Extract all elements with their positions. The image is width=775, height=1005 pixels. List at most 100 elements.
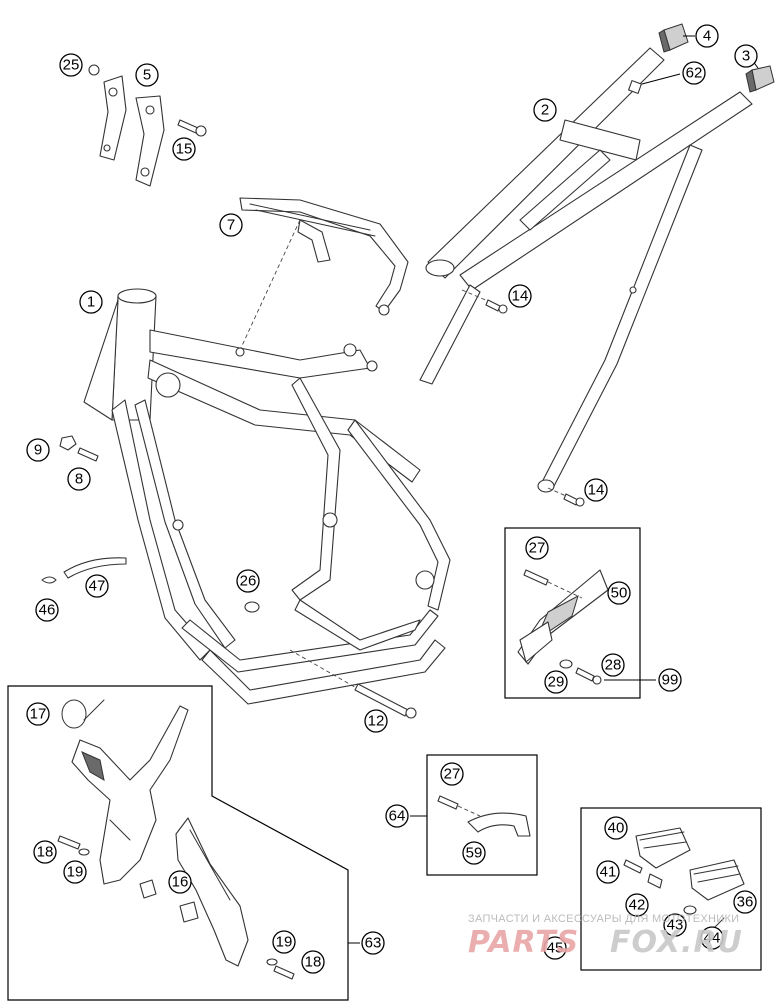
callout-62: 62 — [682, 61, 706, 85]
callout-42: 42 — [625, 893, 649, 917]
bolt-8 — [77, 447, 99, 462]
callout-2: 2 — [533, 98, 557, 122]
callout-43: 43 — [663, 913, 687, 937]
svg-text:14: 14 — [512, 288, 529, 305]
svg-text:27: 27 — [529, 540, 546, 557]
washer-43 — [683, 905, 697, 915]
end-cap-4 — [658, 23, 689, 53]
washer-26 — [244, 601, 260, 613]
bolt-62 — [628, 80, 642, 94]
kit-box-64 — [426, 754, 538, 876]
watermark: ЗАПЧАСТИ И АКСЕССУАРЫ ДЛЯ МОТОТЕХНИКИ PA… — [468, 913, 743, 960]
callout-14-upper: 14 — [508, 284, 532, 308]
bolt-18-right — [273, 965, 295, 980]
bolt-28 — [575, 667, 602, 685]
svg-text:25: 25 — [63, 57, 80, 74]
mount-point-7 — [235, 347, 245, 357]
callout-26: 26 — [236, 569, 260, 593]
callout-46: 46 — [35, 598, 59, 622]
washer-19-left — [78, 848, 90, 856]
watermark-brand-right: FOX.RU — [610, 925, 743, 960]
callout-63: 63 — [361, 931, 385, 955]
callout-17: 17 — [26, 702, 50, 726]
callout-14-lower: 14 — [584, 478, 608, 502]
svg-text:19: 19 — [276, 934, 293, 951]
svg-text:50: 50 — [611, 585, 628, 602]
bolt-14-lower — [547, 487, 585, 507]
bolt-12 — [289, 649, 417, 719]
svg-text:29: 29 — [548, 674, 565, 691]
callout-44: 44 — [700, 926, 724, 950]
svg-text:64: 64 — [389, 808, 406, 825]
clip-46 — [41, 576, 57, 584]
svg-text:18: 18 — [305, 954, 322, 971]
main-frame — [83, 288, 451, 705]
svg-text:2: 2 — [541, 102, 549, 119]
frame-protector-left — [71, 705, 189, 885]
svg-text:8: 8 — [75, 471, 83, 488]
svg-text:1: 1 — [87, 294, 95, 311]
callout-19-left: 19 — [63, 860, 87, 884]
svg-text:15: 15 — [176, 141, 193, 158]
svg-text:17: 17 — [30, 706, 47, 723]
nut-25 — [88, 64, 100, 76]
svg-text:14: 14 — [588, 482, 605, 499]
svg-text:62: 62 — [686, 65, 703, 82]
svg-text:63: 63 — [365, 935, 382, 952]
svg-text:99: 99 — [662, 672, 679, 689]
svg-text:43: 43 — [667, 917, 684, 934]
callout-29: 29 — [544, 670, 568, 694]
footrest-box — [580, 807, 762, 971]
callout-8: 8 — [67, 467, 91, 491]
svg-text:16: 16 — [172, 874, 189, 891]
callout-28: 28 — [601, 653, 625, 677]
footrest-36 — [689, 859, 745, 901]
svg-text:19: 19 — [67, 864, 84, 881]
svg-text:46: 46 — [39, 602, 56, 619]
svg-text:3: 3 — [742, 48, 750, 65]
callout-12: 12 — [364, 709, 388, 733]
bolt-15 — [177, 119, 207, 137]
footrest-40 — [635, 827, 691, 869]
svg-text:36: 36 — [737, 894, 754, 911]
callout-18-left: 18 — [33, 840, 57, 864]
svg-text:27: 27 — [444, 766, 461, 783]
svg-text:42: 42 — [629, 897, 646, 914]
end-cap-3 — [745, 65, 775, 93]
spring-42 — [647, 873, 663, 889]
callout-5: 5 — [135, 63, 159, 87]
engine-bracket-left — [99, 75, 127, 161]
callout-45: 45 — [543, 936, 567, 960]
bolt-27-kit — [523, 569, 583, 599]
callout-27-kit: 27 — [525, 536, 549, 560]
svg-text:28: 28 — [605, 657, 622, 674]
callout-47: 47 — [85, 574, 109, 598]
svg-text:5: 5 — [143, 67, 151, 84]
tank-bracket — [239, 197, 409, 316]
svg-text:12: 12 — [368, 713, 385, 730]
svg-text:9: 9 — [34, 442, 42, 459]
spacer-16 — [139, 879, 199, 923]
engine-bracket-right — [135, 95, 165, 187]
callout-64: 64 — [385, 804, 409, 828]
frame-protector-right — [175, 817, 249, 967]
callout-7: 7 — [219, 213, 243, 237]
svg-text:45: 45 — [547, 940, 564, 957]
svg-text:41: 41 — [600, 864, 617, 881]
callout-36: 36 — [733, 890, 757, 914]
kit-box-63 — [7, 685, 349, 1001]
callout-41: 41 — [596, 860, 620, 884]
svg-text:40: 40 — [608, 820, 625, 837]
callout-25: 25 — [59, 53, 83, 77]
bolt-14-upper — [461, 289, 508, 314]
pin-41 — [623, 859, 643, 874]
svg-text:7: 7 — [227, 217, 235, 234]
callout-18-right: 18 — [301, 950, 325, 974]
hose-47 — [63, 557, 127, 579]
svg-text:59: 59 — [466, 845, 483, 862]
nut-9 — [59, 435, 77, 451]
chain-slider — [467, 812, 531, 837]
callout-15: 15 — [172, 137, 196, 161]
callout-19-right: 19 — [272, 930, 296, 954]
